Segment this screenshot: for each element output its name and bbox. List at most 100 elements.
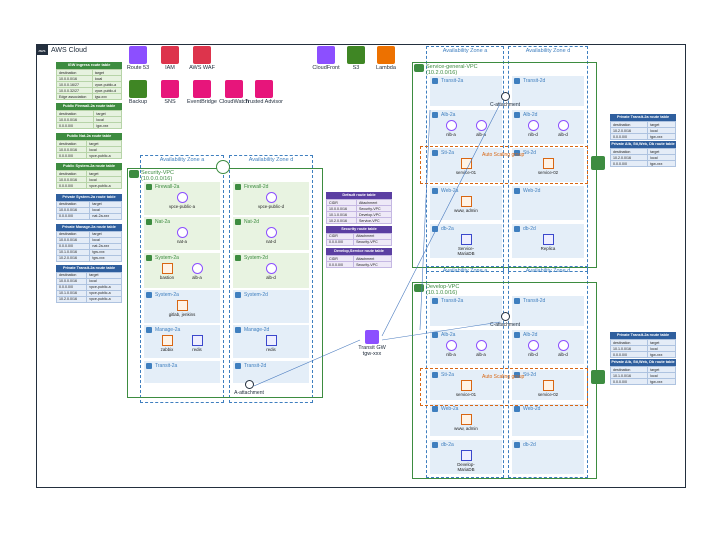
security-node[interactable]: redis bbox=[182, 335, 212, 352]
s3-icon bbox=[347, 46, 365, 64]
cloudwatch-icon bbox=[225, 80, 243, 98]
service-vpc-icon bbox=[414, 64, 424, 72]
service-node[interactable]: alb-a bbox=[466, 120, 496, 137]
service-node[interactable]: Replica bbox=[533, 234, 563, 251]
backup-icon bbox=[129, 80, 147, 98]
lock-icon bbox=[432, 372, 438, 378]
develop-node[interactable]: nlb-a bbox=[436, 340, 466, 357]
lock-icon bbox=[235, 292, 241, 298]
route-table-cell: Service-VPC bbox=[356, 217, 392, 224]
service-node[interactable]: service-02 bbox=[533, 158, 563, 175]
security-node[interactable]: alb-a bbox=[182, 263, 212, 280]
develop-subnet-web-2d: Web-2d bbox=[512, 404, 584, 436]
subnet-label: Web-2a bbox=[441, 406, 459, 412]
lock-icon bbox=[432, 78, 438, 84]
service-sns[interactable]: SNS bbox=[150, 80, 190, 105]
route-table-title: Public Firewall-2a route table bbox=[56, 103, 122, 110]
node-label: nlb-d bbox=[528, 352, 538, 357]
route-table-cell: vpce-public-a bbox=[86, 182, 122, 190]
internet-gateway-icon bbox=[216, 160, 230, 174]
security-node[interactable]: nat-d bbox=[256, 227, 286, 244]
lock-icon bbox=[432, 332, 438, 338]
node-label: Replica bbox=[540, 246, 556, 251]
develop-node[interactable]: service-01 bbox=[451, 380, 481, 397]
develop-vpc-icon bbox=[414, 284, 424, 292]
develop-auto-scaling-group bbox=[420, 368, 588, 406]
subnet-label: System-2a bbox=[155, 292, 179, 298]
service-asg-label: Auto Scaling group bbox=[482, 152, 525, 158]
service-eventbridge[interactable]: EventBridge bbox=[182, 80, 222, 105]
subnet-label: Sti-2d bbox=[523, 372, 537, 378]
route-table-cell: 0.0.0.0/0 bbox=[609, 133, 649, 140]
service-iam[interactable]: IAM bbox=[150, 46, 190, 71]
service-cloudwatch[interactable]: CloudWatch bbox=[214, 80, 254, 105]
security-node[interactable]: gitlab, jenkins bbox=[167, 300, 197, 317]
service-cloudfront[interactable]: CloudFront bbox=[306, 46, 346, 71]
load-balancer-icon bbox=[527, 340, 539, 351]
develop-node[interactable]: www, admin bbox=[451, 414, 481, 431]
route-table-title: Security route table bbox=[326, 225, 392, 233]
service-lambda[interactable]: Lambda bbox=[366, 46, 406, 71]
service-label: IAM bbox=[165, 65, 175, 71]
route-table-cell: 0.0.0.0/0 bbox=[609, 160, 649, 167]
security-node[interactable]: zabbix bbox=[152, 335, 182, 352]
subnet-label: db-2d bbox=[523, 442, 536, 448]
develop-node[interactable]: alb-d bbox=[548, 340, 578, 357]
subnet-label: db-2a bbox=[441, 442, 454, 448]
lock-icon bbox=[432, 226, 438, 232]
load-balancer-icon bbox=[557, 120, 569, 131]
service-trusted-advisor[interactable]: Trusted Advisor bbox=[244, 80, 284, 105]
subnet-label: System-2d bbox=[244, 255, 268, 261]
lock-icon bbox=[235, 184, 241, 190]
develop-node[interactable]: Develop-MariaDB bbox=[451, 450, 481, 472]
service-backup[interactable]: Backup bbox=[118, 80, 158, 105]
security-node[interactable]: bastion bbox=[152, 263, 182, 280]
database-icon bbox=[460, 234, 472, 245]
subnet-label: Transit-2d bbox=[523, 78, 546, 84]
route-table-cell: tgw-xxx bbox=[647, 351, 676, 358]
service-s3[interactable]: S3 bbox=[336, 46, 376, 71]
lock-icon bbox=[514, 298, 520, 304]
subnet-label: Transit-2a bbox=[155, 363, 178, 369]
security-az-label: Availability Zone d bbox=[248, 157, 294, 163]
develop-node[interactable]: alb-a bbox=[466, 340, 496, 357]
service-node[interactable]: nlb-d bbox=[518, 120, 548, 137]
develop-node[interactable]: nlb-d bbox=[518, 340, 548, 357]
route-table-cell: 0.0.0.0/0 bbox=[55, 212, 91, 220]
subnet-label: Transit-2d bbox=[523, 298, 546, 304]
lock-icon bbox=[235, 327, 241, 333]
service-waf[interactable]: AWS WAF bbox=[182, 46, 222, 71]
service-node[interactable]: alb-d bbox=[548, 120, 578, 137]
route-table-title: Private System-2a route table bbox=[56, 193, 122, 201]
security-node[interactable]: vpce-public-d bbox=[256, 192, 286, 209]
service-route53[interactable]: Route 53 bbox=[118, 46, 158, 71]
node-label: nat-a bbox=[176, 239, 187, 244]
develop-node[interactable]: service-02 bbox=[533, 380, 563, 397]
security-attachment[interactable]: A-attachment bbox=[229, 380, 269, 396]
security-node[interactable]: vpce-public-a bbox=[167, 192, 197, 209]
develop-attachment[interactable]: C-attachment bbox=[485, 312, 525, 328]
service-attachment[interactable]: C-attachment bbox=[485, 92, 525, 108]
develop-subnet-alb-2d: Alb-2d bbox=[512, 330, 584, 364]
subnet-label: Alb-2d bbox=[523, 112, 538, 118]
service-node[interactable]: nlb-a bbox=[436, 120, 466, 137]
route-table-cell: 10.2.0.0/16 bbox=[325, 217, 358, 224]
node-label: alb-d bbox=[558, 352, 568, 357]
ec2-instance-icon bbox=[161, 335, 173, 346]
service-node[interactable]: Service-MariaDB bbox=[451, 234, 481, 256]
service-subnet-transit-2d: Transit-2d bbox=[512, 76, 584, 106]
node-label: nlb-d bbox=[528, 132, 538, 137]
develop-subnet-transit-2d: Transit-2d bbox=[512, 296, 584, 326]
nat-gateway-icon bbox=[265, 227, 277, 238]
route-table-cell: 0.0.0.0/0 bbox=[325, 261, 355, 269]
transit-gateway-label: Transit GW bbox=[358, 345, 386, 351]
security-subnet-transit-2a: Transit-2a bbox=[144, 361, 220, 383]
route-table-cell: 10.2.0.0/16 bbox=[55, 295, 88, 303]
security-node[interactable]: alb-d bbox=[256, 263, 286, 280]
security-node[interactable]: nat-a bbox=[167, 227, 197, 244]
service-node[interactable]: www, admin bbox=[451, 196, 481, 213]
security-node[interactable]: redis bbox=[256, 335, 286, 352]
